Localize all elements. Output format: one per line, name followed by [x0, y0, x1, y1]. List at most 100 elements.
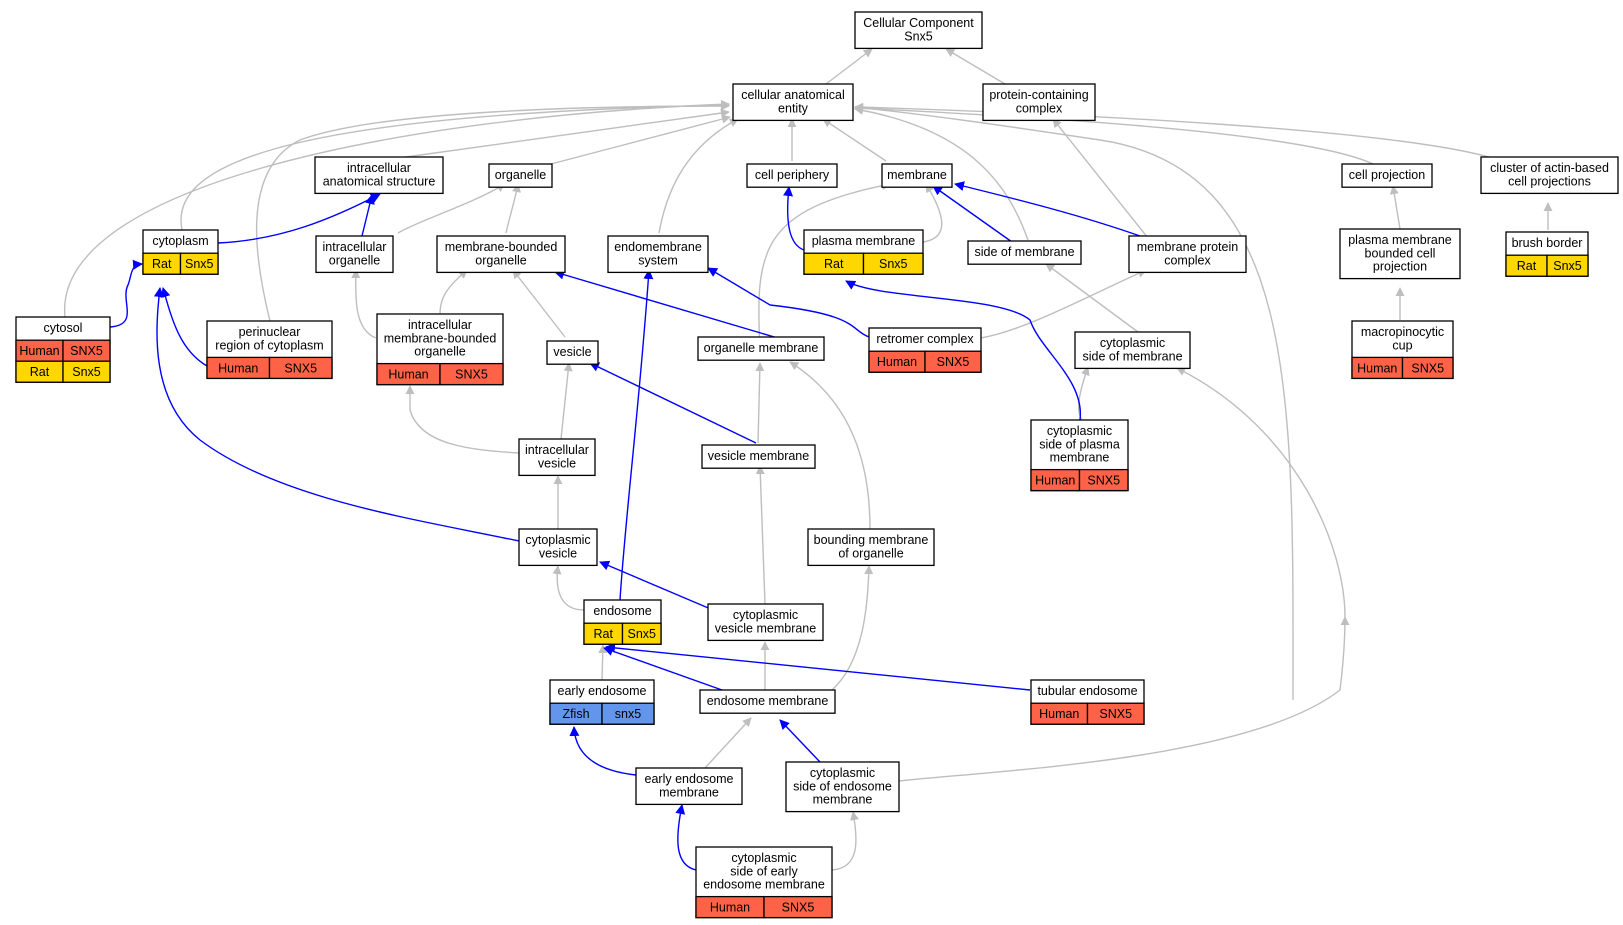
annotation-label: Rat	[594, 627, 614, 641]
edge	[560, 362, 573, 440]
edge	[1045, 263, 1139, 333]
annotation-label: Human	[877, 355, 917, 369]
edge	[854, 105, 1029, 241]
edge	[707, 267, 870, 338]
edge	[954, 181, 1141, 237]
annotation-cell-rat	[1546, 254, 1589, 277]
node-label-line: membrane	[813, 793, 873, 807]
go-term-node-imbo[interactable]: intracellularmembrane-boundedorganelleHu…	[376, 313, 504, 386]
annotation-label: SNX5	[284, 361, 317, 375]
edge	[658, 118, 739, 234]
node-label-line: plasma membrane	[812, 234, 916, 248]
node-label-line: of organelle	[838, 546, 903, 560]
edge	[854, 103, 1294, 701]
node-label-line: endomembrane	[614, 240, 702, 254]
go-term-node-cellproj[interactable]: cell projection	[1341, 163, 1433, 188]
node-label-line: early endosome	[558, 684, 647, 698]
edge	[439, 269, 468, 315]
edge	[550, 114, 731, 165]
annotation-label: Rat	[30, 365, 50, 379]
annotation-cell-human	[1401, 356, 1454, 380]
edge	[603, 646, 737, 696]
node-label-line: intracellular	[408, 318, 472, 332]
annotation-cell-human	[268, 356, 333, 380]
node-label-line: perinuclear	[239, 325, 301, 339]
go-term-node-orgmem[interactable]: organelle membrane	[697, 336, 825, 361]
node-label-line: endosome	[593, 604, 651, 618]
edge	[589, 362, 757, 444]
node-label-line: complex	[1016, 101, 1063, 115]
annotation-label: Human	[19, 344, 59, 358]
node-box	[635, 767, 743, 806]
node-box	[607, 235, 709, 274]
node-label-line: bounding membrane	[814, 533, 929, 547]
go-term-node-vesicle[interactable]: vesicle	[546, 340, 599, 365]
node-label-line: organelle	[475, 253, 526, 267]
edge	[822, 118, 887, 162]
node-label-line: side of membrane	[1082, 349, 1182, 363]
go-term-node-cellper[interactable]: cell periphery	[746, 163, 838, 188]
annotation-label: Rat	[824, 257, 844, 271]
edge	[932, 185, 1013, 243]
edge	[512, 269, 566, 338]
annotation-label: SNX5	[70, 344, 103, 358]
node-box	[436, 235, 566, 274]
annotation-cell-rat	[179, 252, 219, 275]
edge	[1176, 367, 1346, 618]
edge	[599, 560, 714, 611]
node-label-line: cellular anatomical	[741, 88, 845, 102]
edge	[675, 804, 697, 871]
go-term-node-endomem[interactable]: endosome membrane	[699, 689, 836, 714]
go-term-node-vesmem[interactable]: vesicle membrane	[701, 444, 816, 469]
node-label-line: endosome membrane	[707, 694, 829, 708]
go-term-node-organelle[interactable]: organelle	[488, 163, 553, 188]
annotation-label: SNX5	[1411, 361, 1444, 375]
node-box	[1480, 156, 1619, 195]
node-label-line: vesicle	[538, 456, 576, 470]
edge	[898, 616, 1350, 782]
annotation-label: SNX5	[455, 368, 488, 382]
node-box	[807, 528, 935, 567]
annotation-cell-zfish	[601, 702, 655, 725]
graph-edges	[64, 48, 1553, 871]
edge	[922, 183, 943, 243]
node-label-line: cytoplasmic	[810, 766, 875, 780]
annotation-cell-rat	[621, 622, 662, 645]
go-term-node-sidemem[interactable]: side of membrane	[967, 240, 1082, 265]
node-box	[518, 438, 596, 477]
go-term-node-membrane[interactable]: membrane	[881, 163, 953, 188]
edge	[505, 183, 521, 234]
node-box	[785, 761, 900, 813]
node-box	[518, 528, 598, 567]
node-label-line: organelle	[495, 168, 546, 182]
